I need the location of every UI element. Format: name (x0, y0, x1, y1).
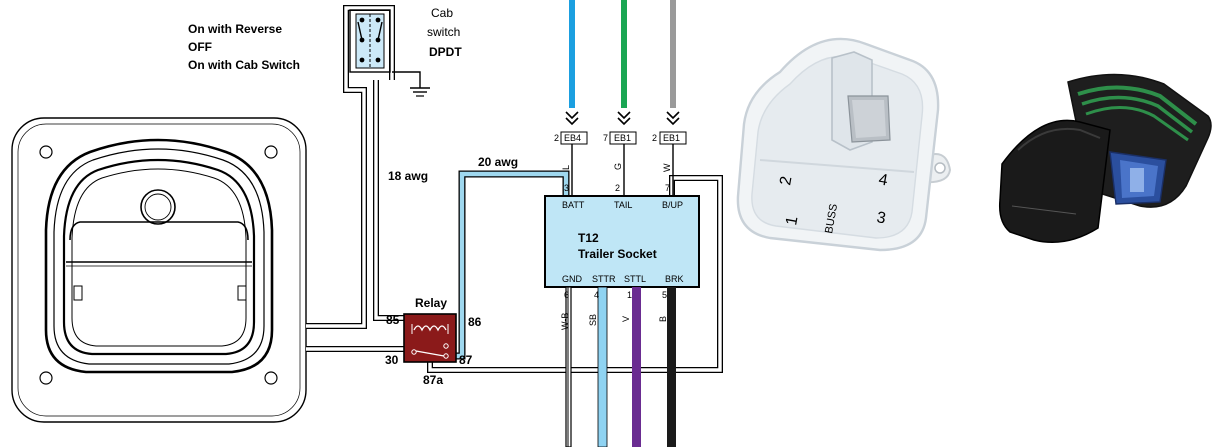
wire-gauge-18: 18 awg (388, 169, 428, 183)
svg-text:EB4: EB4 (564, 133, 581, 143)
fuse-label-4: 4 (877, 171, 889, 189)
connector-eb1-backup: 2 EB1 (652, 131, 687, 145)
connector-arrows (565, 111, 680, 126)
switch-option-reverse: On with Reverse (188, 22, 282, 36)
svg-text:EB1: EB1 (663, 133, 680, 143)
fuse-label-1: 1 (783, 215, 801, 227)
wire-code-b: B (658, 316, 668, 322)
socket-pin-num-brk: 5 (662, 290, 667, 300)
fuse-label-2: 2 (777, 175, 795, 187)
socket-name: Trailer Socket (578, 247, 657, 261)
svg-text:2: 2 (554, 133, 559, 143)
relay-pin-85: 85 (386, 313, 400, 327)
wire-code-v: V (621, 316, 631, 322)
svg-text:EB1: EB1 (614, 133, 631, 143)
relay-to-batt-wire (456, 170, 570, 360)
relay-pin-87a: 87a (423, 373, 443, 387)
svg-text:7: 7 (603, 133, 608, 143)
fuse-label-3: 3 (875, 209, 887, 227)
connector-eb1-tail: 7 EB1 (603, 131, 637, 145)
wire-code-l: L (561, 165, 571, 170)
fuse-box-cover-image: 2 4 1 3 BUSS (736, 37, 952, 252)
relay-symbol (403, 313, 457, 363)
pin-label-brk: BRK (665, 274, 684, 284)
socket-pin-num-sttr: 4 (594, 290, 599, 300)
socket-pin-num-gnd: 6 (564, 290, 569, 300)
cab-switch-label-line1: Cab (431, 6, 453, 20)
cab-switch-type: DPDT (429, 45, 462, 59)
socket-pin-num-batt: 3 (564, 183, 569, 193)
pin-label-bup: B/UP (662, 200, 683, 210)
socket-pin-num-tail: 2 (615, 183, 620, 193)
pin-label-sttr: STTR (592, 274, 616, 284)
relay-pin-87: 87 (459, 353, 473, 367)
trailer-socket: BATT TAIL B/UP T12 Trailer Socket GND ST… (544, 195, 700, 288)
socket-pin-num-bup: 7 (665, 183, 670, 193)
backup-loop-wire (427, 175, 723, 373)
top-feed-wires (569, 0, 676, 196)
wire-code-w: W (662, 163, 672, 172)
bottom-wires (565, 286, 676, 447)
relay-pin-86: 86 (468, 315, 482, 329)
ground-wire (392, 71, 430, 97)
pin-label-gnd: GND (562, 274, 583, 284)
cab-switch-symbol (349, 9, 391, 73)
switch-option-off: OFF (188, 40, 212, 54)
wire-gauge-20: 20 awg (478, 155, 518, 169)
switch-option-cab: On with Cab Switch (188, 58, 300, 72)
pin-label-sttl: STTL (624, 274, 646, 284)
wire-code-sb: SB (588, 314, 598, 326)
camera-to-relay-wire (306, 5, 404, 352)
socket-pin-num-sttl: 1 (627, 290, 632, 300)
wire-code-g: G (613, 163, 623, 170)
wire-code-wb: W-B (560, 313, 570, 330)
relay-title: Relay (415, 296, 447, 310)
cab-switch-label-line2: switch (427, 25, 460, 39)
pin-label-batt: BATT (562, 200, 585, 210)
connector-eb4: 2 EB4 (554, 131, 588, 145)
pin-label-tail: TAIL (614, 200, 632, 210)
switch-to-relay-wire (373, 80, 404, 321)
socket-id: T12 (578, 231, 599, 245)
camera-housing-drawing (11, 117, 307, 423)
relay-pin-30: 30 (385, 353, 399, 367)
fuse-label-buss: BUSS (823, 203, 840, 235)
svg-text:2: 2 (652, 133, 657, 143)
relay-connector-image (998, 73, 1212, 243)
